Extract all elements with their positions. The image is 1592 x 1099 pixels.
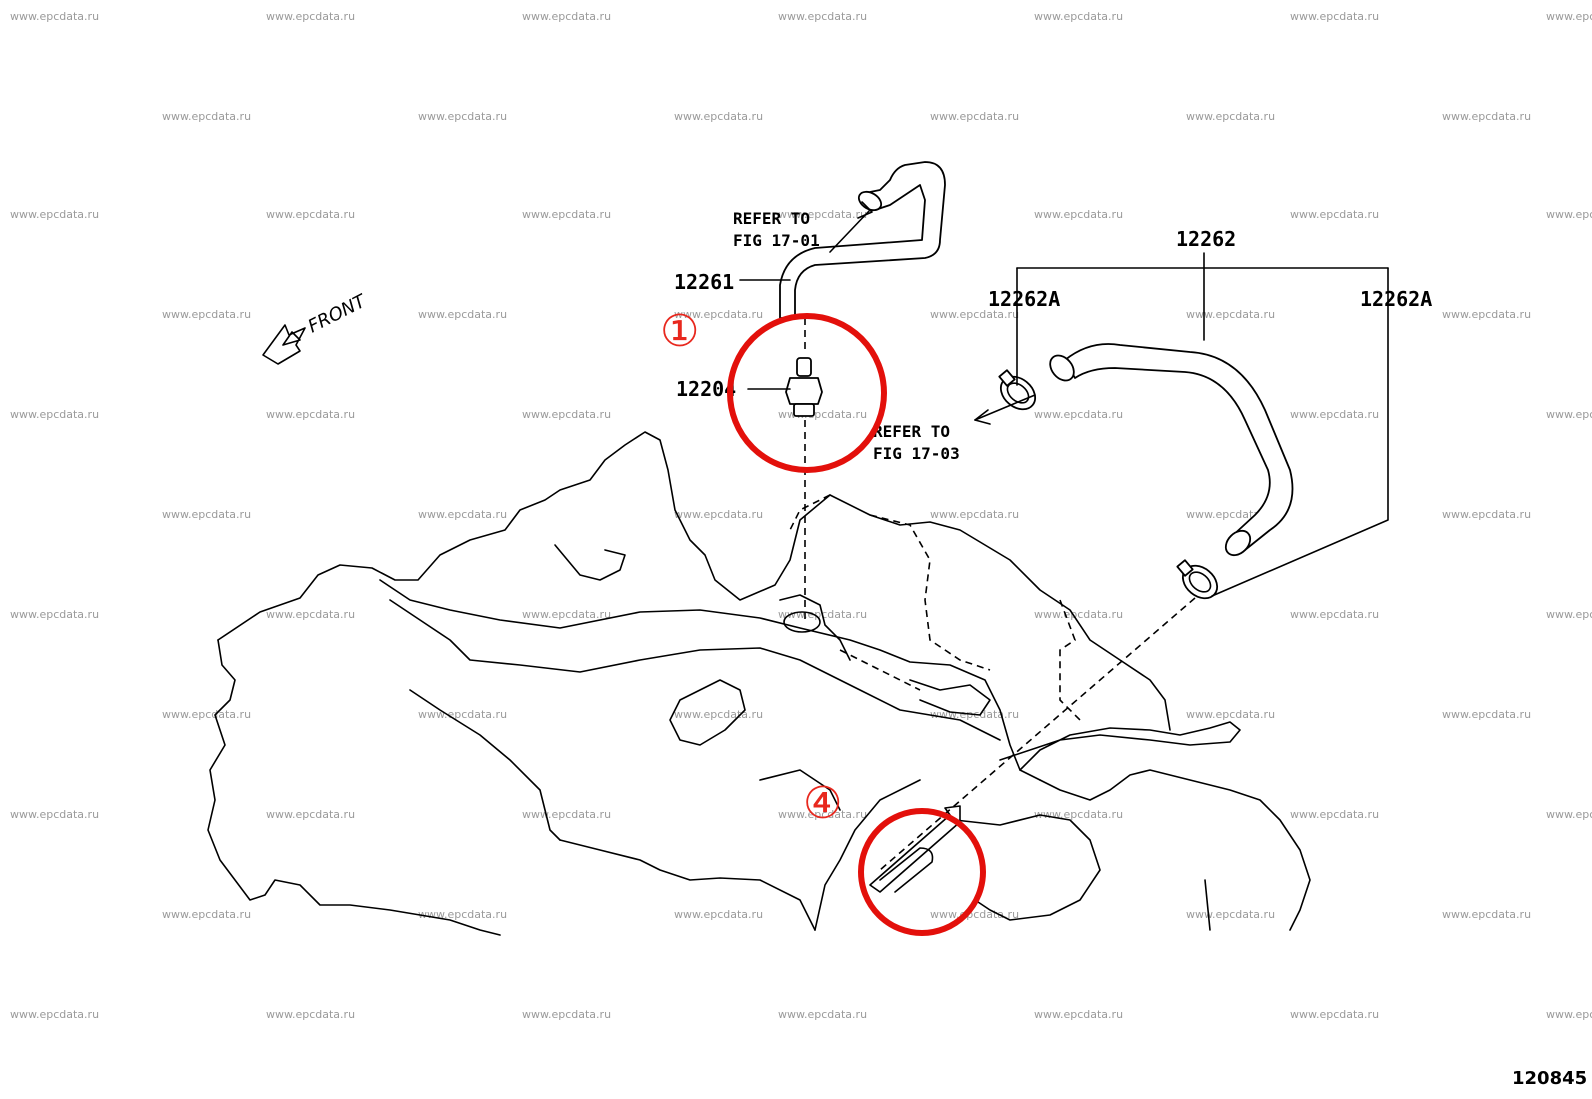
watermark-text: www.epcdata.ru bbox=[1290, 10, 1379, 23]
watermark-text: www.epcdata.ru bbox=[1186, 708, 1275, 721]
watermark-text: www.epcdata.ru bbox=[418, 708, 507, 721]
watermark-text: www.epcdata.ru bbox=[522, 10, 611, 23]
watermark-text: www.epcdata.ru bbox=[1034, 10, 1123, 23]
refer-to-fig-17-03[interactable]: FIG 17-03 bbox=[873, 444, 960, 463]
highlight-circle-1 bbox=[727, 313, 887, 473]
front-direction-indicator: FRONT bbox=[262, 290, 371, 365]
watermark-text: www.epcdata.ru bbox=[778, 808, 867, 821]
watermark-text: www.epcdata.ru bbox=[1034, 208, 1123, 221]
watermark-text: www.epcdata.ru bbox=[1186, 110, 1275, 123]
watermark-text: www.epcdata.ru bbox=[1442, 508, 1531, 521]
watermark-text: www.epcdata.ru bbox=[522, 808, 611, 821]
watermark-text: www.epcdata.ru bbox=[1186, 908, 1275, 921]
watermark-text: www.epcdata.ru bbox=[778, 10, 867, 23]
part-number-12262A-right[interactable]: 12262A bbox=[1360, 287, 1432, 311]
watermark-text: www.epcdata.ru bbox=[522, 1008, 611, 1021]
front-arrow-icon bbox=[262, 324, 306, 365]
part-number-12204[interactable]: 12204 bbox=[676, 377, 736, 401]
watermark-text: www.epcdata.ru bbox=[1034, 808, 1123, 821]
watermark-text: www.epcdata.ru bbox=[162, 508, 251, 521]
watermark-text: www.epcdata.ru bbox=[162, 708, 251, 721]
install-line-hose bbox=[879, 597, 1196, 871]
marker-4: ④ bbox=[803, 778, 842, 829]
watermark-text: www.epcdata.ru bbox=[266, 408, 355, 421]
watermark-text: www.epcdata.ru bbox=[10, 10, 99, 23]
figure-number: 120845 bbox=[1512, 1068, 1587, 1089]
watermark-text: www.epcdata.ru bbox=[1442, 110, 1531, 123]
watermark-text: www.epcdata.ru bbox=[1546, 208, 1592, 221]
watermark-text: www.epcdata.ru bbox=[418, 308, 507, 321]
watermark-text: www.epcdata.ru bbox=[930, 508, 1019, 521]
watermark-text: www.epcdata.ru bbox=[674, 308, 763, 321]
pcv-valve-12204[interactable] bbox=[785, 357, 823, 417]
front-label: FRONT bbox=[305, 290, 371, 338]
watermark-text: www.epcdata.ru bbox=[1442, 908, 1531, 921]
highlight-circle-4 bbox=[858, 808, 986, 936]
watermark-text: www.epcdata.ru bbox=[1546, 608, 1592, 621]
watermark-text: www.epcdata.ru bbox=[266, 1008, 355, 1021]
watermark-text: www.epcdata.ru bbox=[522, 208, 611, 221]
watermark-text: www.epcdata.ru bbox=[1442, 308, 1531, 321]
watermark-text: www.epcdata.ru bbox=[1546, 10, 1592, 23]
marker-1: ① bbox=[660, 306, 699, 357]
watermark-text: www.epcdata.ru bbox=[1290, 808, 1379, 821]
watermark-text: www.epcdata.ru bbox=[674, 508, 763, 521]
watermark-text: www.epcdata.ru bbox=[930, 308, 1019, 321]
watermark-text: www.epcdata.ru bbox=[522, 608, 611, 621]
watermark-text: www.epcdata.ru bbox=[1290, 608, 1379, 621]
watermark-text: www.epcdata.ru bbox=[1442, 708, 1531, 721]
watermark-text: www.epcdata.ru bbox=[418, 508, 507, 521]
watermark-text: www.epcdata.ru bbox=[1290, 408, 1379, 421]
watermark-text: www.epcdata.ru bbox=[10, 408, 99, 421]
watermark-text: www.epcdata.ru bbox=[10, 208, 99, 221]
watermark-text: www.epcdata.ru bbox=[162, 110, 251, 123]
watermark-text: www.epcdata.ru bbox=[1546, 1008, 1592, 1021]
watermark-text: www.epcdata.ru bbox=[1186, 308, 1275, 321]
watermark-text: www.epcdata.ru bbox=[778, 1008, 867, 1021]
watermark-text: www.epcdata.ru bbox=[1546, 408, 1592, 421]
watermark-text: www.epcdata.ru bbox=[674, 110, 763, 123]
watermark-text: www.epcdata.ru bbox=[162, 308, 251, 321]
refer-to-label-1: REFER TO bbox=[733, 209, 810, 228]
watermark-layer: www.epcdata.ru www.epcdata.ru www.epcdata.… bbox=[10, 10, 1592, 1021]
watermark-text: www.epcdata.ru bbox=[778, 408, 867, 421]
hose-clip-12262A-left[interactable] bbox=[994, 369, 1041, 416]
part-number-12262[interactable]: 12262 bbox=[1176, 227, 1236, 251]
watermark-text: www.epcdata.ru bbox=[1034, 608, 1123, 621]
watermark-text: www.epcdata.ru bbox=[266, 808, 355, 821]
part-number-12261[interactable]: 12261 bbox=[674, 270, 734, 294]
watermark-text: www.epcdata.ru bbox=[674, 908, 763, 921]
watermark-text: www.epcdata.ru bbox=[10, 808, 99, 821]
hose-port bbox=[879, 847, 934, 893]
watermark-text: www.epcdata.ru bbox=[10, 608, 99, 621]
watermark-text: www.epcdata.ru bbox=[162, 908, 251, 921]
watermark-text: www.epcdata.ru bbox=[522, 408, 611, 421]
watermark-text: www.epcdata.ru bbox=[1034, 408, 1123, 421]
refer-to-label-2: REFER TO bbox=[873, 422, 950, 441]
watermark-text: www.epcdata.ru bbox=[674, 708, 763, 721]
watermark-text: www.epcdata.ru bbox=[930, 908, 1019, 921]
watermark-text: www.epcdata.ru bbox=[778, 208, 867, 221]
watermark-text: www.epcdata.ru bbox=[930, 110, 1019, 123]
watermark-text: www.epcdata.ru bbox=[10, 1008, 99, 1021]
watermark-text: www.epcdata.ru bbox=[1290, 1008, 1379, 1021]
hose-12261[interactable] bbox=[779, 161, 946, 319]
watermark-text: www.epcdata.ru bbox=[266, 10, 355, 23]
refer-to-fig-17-01[interactable]: FIG 17-01 bbox=[733, 231, 820, 250]
watermark-text: www.epcdata.ru bbox=[418, 110, 507, 123]
leader-lines bbox=[739, 201, 1389, 597]
hose-clip-12262A-right[interactable] bbox=[1176, 559, 1223, 605]
watermark-text: www.epcdata.ru bbox=[418, 908, 507, 921]
part-number-12262A-left[interactable]: 12262A bbox=[988, 287, 1060, 311]
watermark-text: www.epcdata.ru bbox=[1546, 808, 1592, 821]
watermark-text: www.epcdata.ru bbox=[266, 208, 355, 221]
watermark-text: www.epcdata.ru bbox=[1290, 208, 1379, 221]
hose-12262[interactable] bbox=[1045, 343, 1294, 560]
watermark-text: www.epcdata.ru bbox=[266, 608, 355, 621]
engine-outline bbox=[207, 431, 1311, 936]
valve-port bbox=[783, 611, 821, 633]
watermark-text: www.epcdata.ru bbox=[1034, 1008, 1123, 1021]
